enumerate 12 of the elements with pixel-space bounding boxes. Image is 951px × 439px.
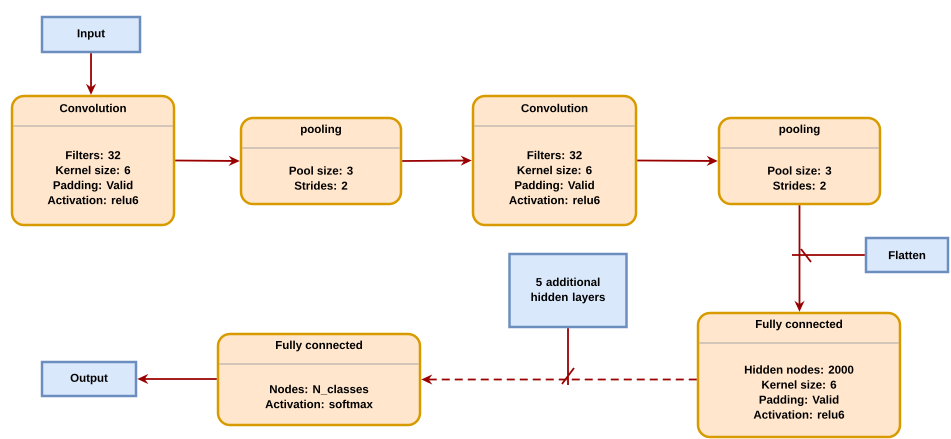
- label-box: Output: [40, 360, 138, 398]
- layer-box: Convolution Filters: 32 Kernel size: 6 Padding: Valid Activation: relu6: [472, 94, 638, 226]
- label-box: Input: [40, 16, 142, 54]
- arrow: [791, 248, 866, 263]
- label-box: 5 additional hidden layers: [508, 252, 628, 328]
- label-box: Flatten: [864, 236, 950, 274]
- layer-box: pooling Pool size: 3 Strides: 2: [240, 116, 402, 206]
- layer-box: pooling Pool size: 3 Strides: 2: [718, 116, 882, 206]
- layer-box: Convolution Filters: 32 Kernel size: 6 Padding: Valid Activation: relu6: [10, 94, 176, 226]
- arrow: [561, 327, 575, 386]
- layer-box: Fully connected Hidden nodes: 2000 Kernel size: 6 Padding: Valid Activation: relu6: [696, 312, 902, 438]
- layer-box: Fully connected Nodes: N_classes Activation: softmax: [216, 332, 422, 426]
